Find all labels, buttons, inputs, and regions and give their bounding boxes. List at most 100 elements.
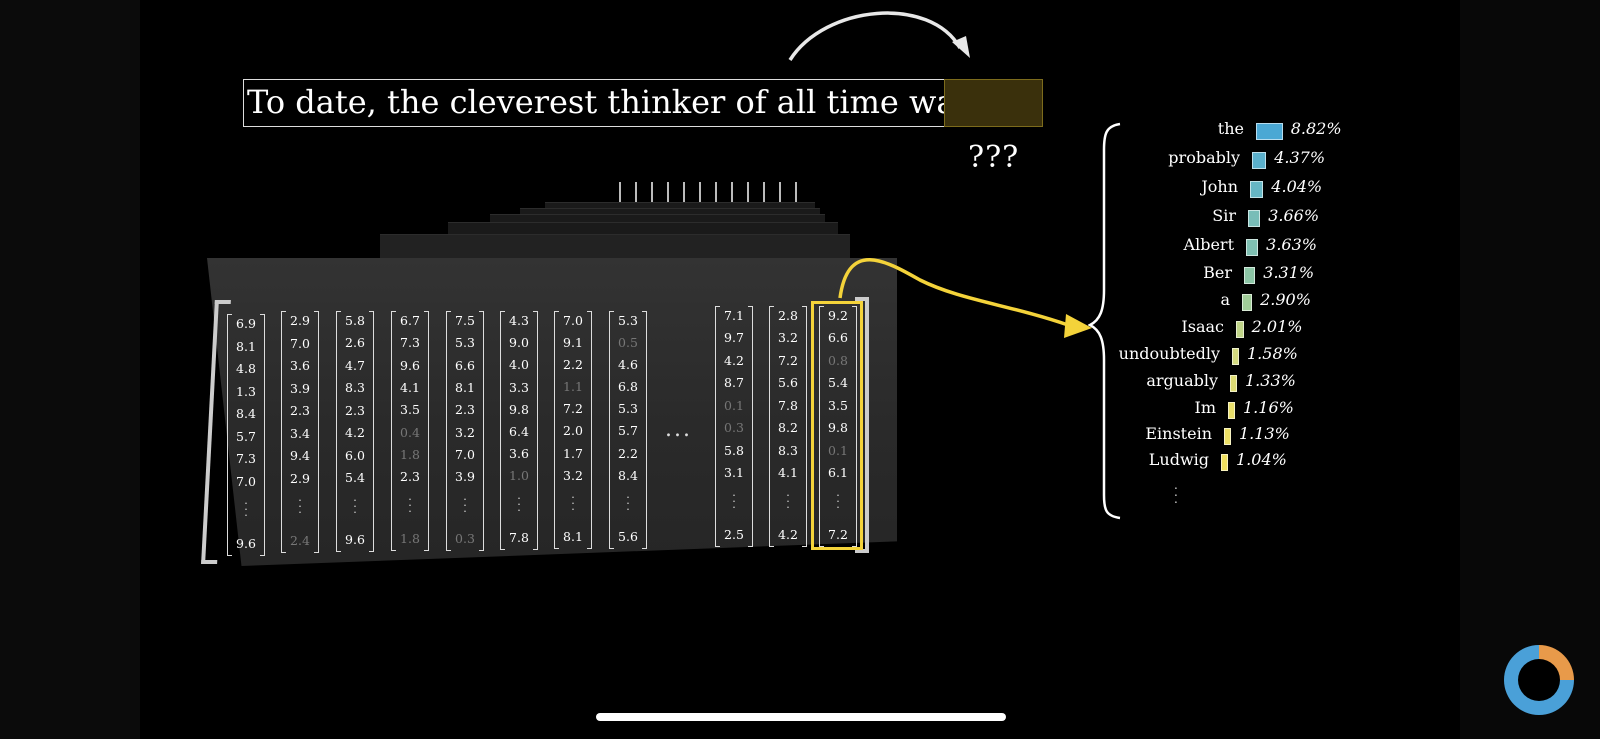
probability-value: 1.13% [1239,424,1290,443]
token-label: probably [1168,148,1240,167]
token-label: undoubtedly [1118,344,1220,363]
distribution-brace [1088,122,1121,520]
unembedding-arrow [838,258,1092,338]
vector-value: 1.8 [400,531,420,546]
vector-ellipsis-icon: ... [298,491,302,517]
token-label: Einstein [1145,424,1212,443]
vector-value: 3.6 [290,358,310,374]
layer-stack [380,234,850,259]
vector-value: 9.6 [236,536,256,551]
vector-ellipsis-icon: ... [626,487,630,513]
vector-left-bracket [609,311,614,549]
token-label: Ludwig [1148,450,1209,469]
vector-value: 6.0 [345,447,365,463]
vector-value: 4.1 [778,465,798,481]
token-label: Isaac [1181,317,1224,336]
vector-value: 2.9 [290,313,310,328]
home-indicator[interactable] [596,713,1006,721]
right-vignette [1460,0,1600,739]
vector-value: 9.6 [400,357,420,373]
vector-left-bracket [554,311,559,549]
probability-value: 3.66% [1268,206,1320,225]
vector-value: 7.2 [828,527,848,542]
vector-ellipsis-icon: ... [463,489,467,515]
vector-value: 1.3 [236,383,256,399]
prompt-text: To date, the cleverest thinker of all ti… [247,83,972,121]
vector-right-bracket [479,311,484,551]
vector-value: 1.1 [563,379,583,395]
matrix-right-bracket [855,297,869,553]
probability-bar [1232,348,1239,365]
vector-value: 3.6 [509,446,529,462]
layer-stack [448,222,838,235]
vector-value: 5.6 [618,529,638,544]
vector-left-bracket [715,306,720,547]
vector-value: 9.7 [724,330,744,346]
vector-value: 8.7 [724,375,744,391]
vector-ellipsis-icon: ... [353,490,357,516]
probability-value: 1.33% [1245,371,1296,390]
vector-value: 0.3 [724,420,744,436]
vector-left-bracket [336,311,341,552]
next-token-blank [944,79,1043,127]
vector-value: 9.8 [509,401,529,417]
vector-value: 7.2 [778,352,798,368]
vector-value: 0.5 [618,335,638,351]
probability-bar [1224,428,1231,445]
vector-value: 7.0 [236,473,256,489]
vector-value: 3.9 [455,469,475,485]
vector-left-bracket [500,311,505,550]
vector-value: 0.3 [455,531,475,546]
vector-ellipsis-icon: ... [786,485,790,511]
vector-value: 9.4 [290,448,310,464]
layer-stack [545,202,815,209]
vector-value: 7.0 [290,335,310,351]
vector-value: 1.7 [563,445,583,461]
probability-value: 3.31% [1263,263,1315,282]
vector-value: 8.4 [618,467,638,483]
vector-value: 8.3 [778,442,798,458]
layer-stack [520,208,820,215]
probability-bar [1228,402,1235,419]
vector-value: 9.0 [509,335,529,351]
vector-ellipsis-icon: ... [244,494,248,520]
transformer-block [207,258,897,566]
vector-value: 2.8 [778,308,798,323]
probability-value: 1.04% [1236,450,1287,469]
token-label: Ber [1203,263,1232,282]
vector-left-bracket [391,311,396,551]
vector-right-bracket [533,311,538,550]
vector-value: 9.2 [828,308,848,323]
vector-value: 3.2 [455,424,475,440]
vector-ellipsis-icon: ... [408,489,412,515]
unknown-token-label: ??? [968,140,1020,175]
vector-value: 7.0 [563,313,583,328]
vector-value: 0.8 [828,352,848,368]
vector-value: 0.1 [724,397,744,413]
probability-bar [1221,454,1228,471]
vector-value: 2.2 [618,445,638,461]
vector-value: 5.6 [778,375,798,391]
vector-value: 7.3 [236,451,256,467]
vector-left-bracket [819,306,824,547]
vector-right-bracket [260,314,265,556]
vector-value: 3.5 [400,402,420,418]
probability-bar [1236,321,1244,338]
vector-value: 2.0 [563,423,583,439]
vector-value: 5.7 [618,423,638,439]
vector-value: 3.4 [290,425,310,441]
vector-ellipsis-icon: ... [836,485,840,511]
vector-value: 4.7 [345,357,365,373]
probability-bar [1246,239,1259,256]
vector-ellipsis-icon: ... [732,485,736,511]
vector-value: 7.8 [509,530,529,545]
probability-value: 1.58% [1247,344,1298,363]
